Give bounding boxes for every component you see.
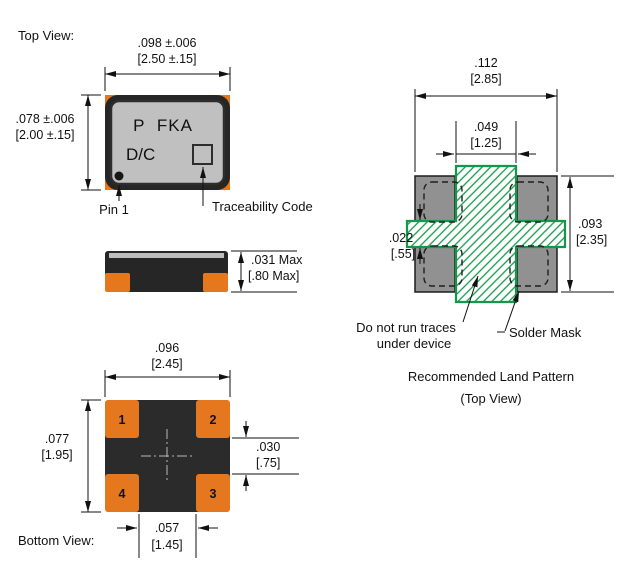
pad-span-dim-inch: .057 xyxy=(155,521,179,535)
marking-line1: P FKA xyxy=(133,116,193,135)
land-pad-top-left xyxy=(414,175,456,225)
pad-height-dim-inch: .030 xyxy=(256,440,280,454)
bottom-pad-1 xyxy=(105,400,139,438)
bottom-height-dim-inch: .077 xyxy=(45,432,69,446)
land-pad-bottom-left xyxy=(414,243,456,293)
land-height-dim-mm: [2.35] xyxy=(576,233,607,247)
marking-line2: D/C xyxy=(126,145,155,164)
bottom-view-group: .096 [2.45] 1 2 4 3 .077 [1.95] .030 [.7… xyxy=(18,341,299,558)
top-view-label: Top View: xyxy=(18,28,74,43)
no-traces-note-line1: Do not run traces xyxy=(356,320,456,335)
side-height-dim-mm: [.80 Max] xyxy=(248,269,299,283)
pad-height-dim-mm: [.75] xyxy=(256,456,280,470)
pad-span-dim-mm: [1.45] xyxy=(151,538,182,552)
top-width-dim-inch: .098 ±.006 xyxy=(138,36,197,50)
arm-dim-mm: [.55] xyxy=(391,247,415,261)
mask-outline-top-left xyxy=(423,181,463,223)
no-traces-note-line2: under device xyxy=(377,336,451,351)
bottom-height-dim-mm: [1.95] xyxy=(41,448,72,462)
land-pad-width-dim-mm: [1.25] xyxy=(470,136,501,150)
top-height-dim-inch: .078 ±.006 xyxy=(16,112,75,126)
side-pad-left xyxy=(105,273,130,292)
bottom-pad-4 xyxy=(105,474,139,512)
bottom-pad-3 xyxy=(196,474,230,512)
land-pattern-subtitle: (Top View) xyxy=(460,391,521,406)
bottom-width-dim-mm: [2.45] xyxy=(151,357,182,371)
land-pad-top-right xyxy=(516,175,558,225)
pin1-label: Pin 1 xyxy=(99,202,129,217)
bottom-view-label: Bottom View: xyxy=(18,533,94,548)
bottom-pad-2 xyxy=(196,400,230,438)
bottom-width-dim-inch: .096 xyxy=(155,341,179,355)
land-pad-bottom-right xyxy=(516,243,558,293)
pad-number-2: 2 xyxy=(210,413,217,427)
no-traces-leader-line xyxy=(462,275,479,323)
top-view-group: Top View: .098 ±.006 [2.50 ±.15] .078 ±.… xyxy=(16,28,313,217)
pad-number-3: 3 xyxy=(210,487,217,501)
solder-mask-label: Solder Mask xyxy=(509,325,582,340)
side-body xyxy=(105,251,228,292)
land-pad-width-dim-inch: .049 xyxy=(474,120,498,134)
land-height-dim-inch: .093 xyxy=(578,217,602,231)
solder-mask-leader-line xyxy=(504,290,520,332)
land-width-dim-mm: [2.85] xyxy=(470,72,501,86)
pad-number-4: 4 xyxy=(119,487,126,501)
side-pad-right xyxy=(203,273,228,292)
top-width-dim-mm: [2.50 ±.15] xyxy=(138,52,197,66)
mask-outline-top-right xyxy=(509,181,549,223)
side-lid xyxy=(109,253,224,258)
mask-outline-bottom-right xyxy=(509,245,549,287)
traceability-code-square xyxy=(192,144,213,165)
traceability-label: Traceability Code xyxy=(212,199,313,214)
side-height-dim-inch: .031 Max xyxy=(251,253,303,267)
pad-number-1: 1 xyxy=(119,413,126,427)
land-pattern-group: .112 [2.85] .049 [1.25] .093 [2.35] xyxy=(356,56,614,406)
package-lid xyxy=(109,99,226,186)
side-view-group: .031 Max [.80 Max] xyxy=(105,250,303,293)
arm-dim-inch: .022 xyxy=(389,231,413,245)
mask-outline-bottom-left xyxy=(423,245,463,287)
top-height-dim-mm: [2.00 ±.15] xyxy=(16,128,75,142)
pin1-dot xyxy=(114,171,124,181)
land-pattern-title: Recommended Land Pattern xyxy=(408,369,574,384)
land-width-dim-inch: .112 xyxy=(474,56,497,70)
